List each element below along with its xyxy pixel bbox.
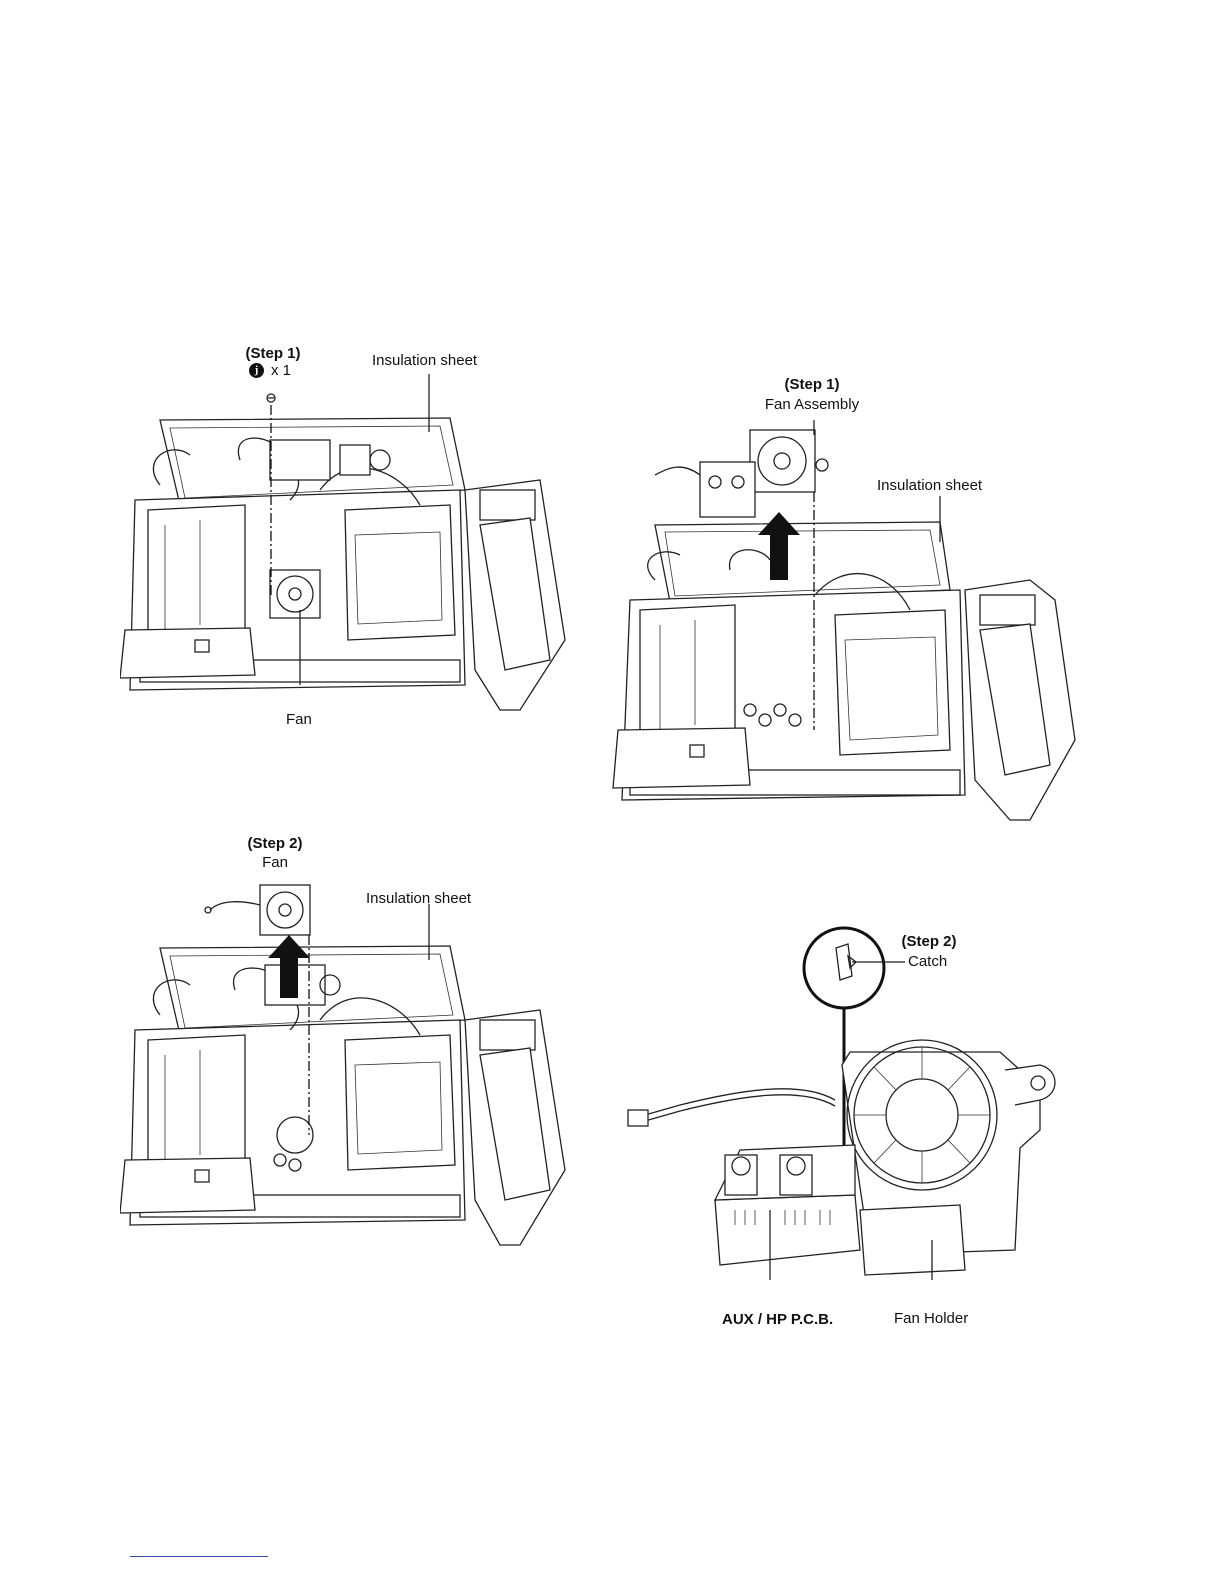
chassis-drawing-2 [610,420,1080,830]
step2-fan-title: (Step 2) [242,835,308,852]
step1-screw-title: (Step 1) [240,345,306,362]
fan-assembly-label: Fan Assembly [747,396,877,413]
chassis-drawing-3 [120,880,570,1250]
fan-label: Fan [286,711,312,728]
footer-rule [130,1556,268,1557]
chassis-drawing [120,340,570,740]
fan-holder-label: Fan Holder [894,1310,968,1327]
diagram-step2-fan-removal [120,880,570,1250]
step1-assembly-title: (Step 1) [767,376,857,393]
diagram-step1-screw-removal [120,340,570,740]
step2-catch-title: (Step 2) [894,933,964,950]
screw-count: x 1 [271,362,291,379]
catch-label: Catch [908,953,947,970]
diagram-step2-catch-detail [620,920,1060,1280]
screw-icon: j [249,363,264,378]
insulation-sheet-label: Insulation sheet [372,352,477,369]
aux-hp-pcb-label: AUX / HP P.C.B. [722,1311,833,1328]
insulation-sheet-label-2: Insulation sheet [877,477,982,494]
fan-lifted-label: Fan [245,854,305,871]
insulation-sheet-label-3: Insulation sheet [366,890,471,907]
fan-assembly-detail-drawing [620,920,1060,1280]
diagram-step1-fan-assembly-removal [610,420,1080,830]
